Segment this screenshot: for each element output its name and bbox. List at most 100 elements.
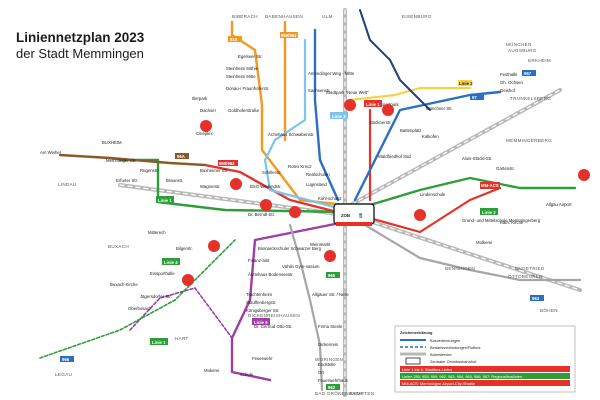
stop-muenchner: Münchner Str. — [426, 106, 453, 111]
badge-810: 810 — [230, 37, 238, 42]
line-gray-east — [358, 220, 582, 282]
stop-schule: Schule — [240, 372, 254, 377]
cinema-icon — [200, 120, 212, 132]
line-badges: 810 959/962 96A 950/962 Linie 1 Linie 3 … — [60, 32, 544, 390]
stop-memminger-str: Memminger Str. — [106, 158, 136, 163]
badge-962: 962 — [328, 385, 336, 390]
town-memmingerberg: MEMMINGERBERG — [506, 138, 552, 143]
legend-item-4: Linie 1 bis 6: Stadtbus-Linien — [402, 367, 452, 372]
stop-kalkofen: Kalkofen — [422, 134, 439, 139]
town-engetried: ENGETRIED — [515, 266, 545, 271]
town-lindau: LINDAU — [58, 182, 77, 187]
stop-alois: Alois-Stöckl-Str. — [462, 156, 492, 161]
badge-linie2-green: Linie 2 — [482, 210, 496, 215]
school-icon — [414, 209, 426, 221]
stop-donau: Donau-/ Fraunhoferstr. — [226, 86, 269, 91]
stop-bruecknerstr: Bücknerstr. — [370, 120, 392, 125]
stop-luginsland: Luginsland — [306, 182, 327, 187]
stop-steinheim-mitte: Steinheim Mitte — [226, 74, 256, 79]
town-erkheim: ERKHEIM — [528, 58, 551, 63]
town-labels: BIBERACH BABENHAUSEN ULM EISENBURG MÜNCH… — [55, 14, 558, 396]
stop-stadtpark: Stadtpark "Neue Welt" — [326, 90, 369, 95]
legend-heading: Zeichenerklärung — [400, 330, 433, 335]
stop-weinmarkt: Weinmarkt — [310, 242, 331, 247]
line-brown — [58, 153, 207, 167]
legend-item-1: Bedarfsverbindungen/Rufbus — [430, 345, 480, 350]
stop-waldfriedhof: Waldfriedhof Süd — [378, 154, 411, 159]
line-green-dashed — [39, 239, 236, 359]
line-red-center — [203, 163, 347, 216]
stop-endstelle: Endstelle — [318, 362, 336, 367]
stop-wagnerstr: Wagnerstr. — [200, 184, 221, 189]
town-biberach: BIBERACH — [232, 14, 258, 19]
badge-959: 959/962 — [281, 33, 297, 38]
stop-aerztehaus: Ärztehaus Schwabenstr. — [268, 132, 314, 137]
stop-bismarck: Bismarckschule/ Schwarzer Berg — [258, 246, 322, 251]
stop-goldhofer: Goldhoferstraße — [228, 108, 260, 113]
badge-linie3: Linie 3 — [332, 114, 346, 119]
pool-icon — [208, 240, 220, 252]
stop-buxheimer: Buxheimer Str. — [200, 168, 228, 173]
town-legau: LEGAU — [55, 372, 72, 377]
church-icon — [289, 206, 301, 218]
stop-steinheim-muehle: Steinheim Mühle — [226, 66, 259, 71]
stop-braunstr: Braunstr. — [166, 178, 183, 183]
stop-geishof: Geishof — [500, 88, 516, 93]
stop-stauffenberg: Stauffenbergstr. — [246, 300, 276, 305]
airport-icon — [578, 169, 590, 181]
badge-linie2: Linie 2 — [459, 81, 473, 86]
stop-schillerstr: Schillerstr. — [262, 170, 282, 175]
line-purple-dashed — [129, 287, 233, 339]
stop-koenigsberger: Königsberger Str. — [246, 308, 279, 313]
zob-station: ZOB 🚆 — [333, 203, 375, 226]
stop-realschulen: Realschulen — [306, 172, 330, 177]
badge-linie5: Linie 5 — [254, 320, 268, 325]
map-subtitle: der Stadt Memmingen — [16, 46, 144, 61]
legend-item-0: Busverbindungen — [430, 338, 460, 343]
stop-festhalle: Festhalle — [500, 72, 518, 77]
stop-kohlschanz: Kohl-schanz — [318, 196, 342, 201]
badge-950: 950/962 — [219, 161, 235, 166]
stop-finanzamt: Finanz-amt — [248, 258, 270, 263]
town-woringen: WORINGEN — [315, 357, 343, 362]
badge-967: 967 — [524, 71, 532, 76]
line-blue-north — [313, 28, 340, 202]
stop-bsg: BSG Wielandstr. — [250, 184, 282, 189]
town-kempten: KEMPTEN — [350, 391, 374, 396]
legend-item-6: MM-ACS: Memmingen Airport-City-Shuttle — [402, 381, 475, 386]
line-lightblue — [263, 38, 340, 210]
town-boehen: BÖHEN — [540, 307, 558, 313]
legend-item-5: Linien 250, 955, 959, 962, 963, 964, 965… — [402, 374, 522, 379]
stadium-icon — [382, 104, 394, 116]
stop-grundschule: Grund- und Mittelschule Memmingerberg — [462, 218, 541, 223]
stop-ort: Ort — [318, 370, 325, 375]
stop-amendinger: Amendinger Weg - Mitte — [308, 71, 355, 76]
stop-oberbusach: Oberbusach — [128, 306, 152, 311]
stop-dickenreis: Dickenreis — [318, 342, 338, 347]
badge-linie1-green: Linie 1 — [158, 198, 172, 203]
stop-berndl: Dr. Berndl-Str. — [248, 212, 275, 217]
stop-lindenschule: Lindenschule — [420, 192, 446, 197]
map-title: Liniennetzplan 2023 — [16, 30, 145, 45]
stop-gh-ochsen: Gh. Ochsen — [500, 80, 524, 85]
badge-linie4: Linie 4 — [164, 260, 178, 265]
town-benningen: BENNINGEN — [445, 266, 475, 271]
line-red-east — [353, 186, 502, 234]
stop-buxheim: BUXHEIM — [102, 140, 122, 145]
stop-allgaeuer: Allgäuer Str. / Nelle — [312, 292, 349, 297]
stop-molkerei: Molkerei — [476, 240, 492, 245]
badge-linie6: Linie 1 — [152, 340, 166, 345]
stop-am-weiher: Am Weiher — [40, 150, 62, 155]
badge-96a: 96A — [177, 154, 185, 159]
stop-vohlin: Vöhlin Gym-nasium — [282, 264, 320, 269]
town-buxach: BUXACH — [108, 244, 129, 249]
town-babenhausen: BABENHAUSEN — [265, 14, 303, 19]
stop-jaegersdorfer: Jägersdorfer Str. — [140, 294, 172, 299]
badge-mmacs: MM-ACS — [481, 183, 499, 188]
legend-item-2: Bahnstrecke — [430, 352, 452, 357]
stop-rotes-kreuz: Rotes Kreuz — [288, 164, 312, 169]
line-navy — [359, 9, 431, 111]
stop-kath-kirche: Kath. Kirche — [500, 220, 524, 225]
line-purple — [230, 220, 347, 382]
stop-ruegenstr: Rügenstr. — [140, 168, 158, 173]
